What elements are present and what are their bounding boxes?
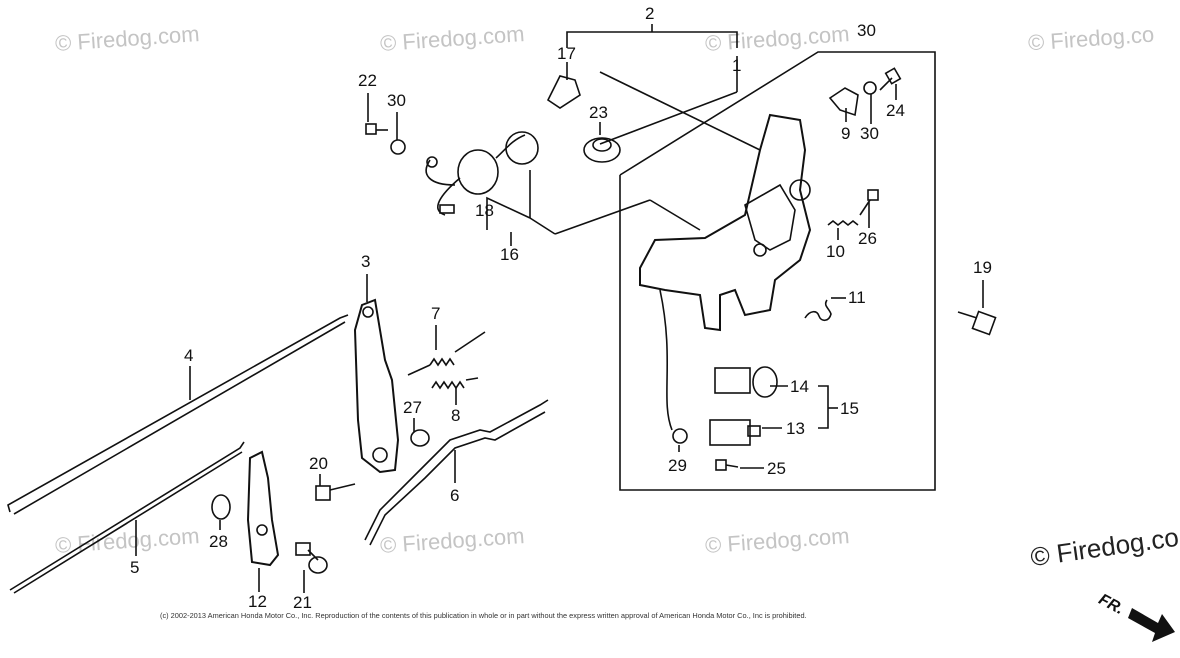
callout-5: 5 (130, 558, 140, 577)
callout-12: 12 (248, 592, 267, 611)
callout-18: 18 (475, 201, 494, 220)
rod-4 (7, 314, 349, 513)
callout-15: 15 (840, 399, 859, 418)
callout-30: 30 (860, 124, 879, 143)
bracket-2 (566, 31, 738, 48)
callout-13: 13 (786, 419, 805, 438)
callout-30: 30 (857, 21, 876, 40)
callout-6: 6 (450, 486, 460, 505)
callout-10: 10 (826, 242, 845, 261)
callout-24: 24 (886, 101, 905, 120)
fr-arrow-icon (1128, 608, 1175, 642)
callout-17: 17 (557, 44, 576, 63)
callout-21: 21 (293, 593, 312, 612)
callout-25: 25 (767, 459, 786, 478)
callout-27: 27 (403, 398, 422, 417)
callout-2: 2 (645, 4, 655, 23)
rod-5 (9, 441, 245, 591)
callout-26: 26 (858, 229, 877, 248)
callout-9: 9 (841, 124, 851, 143)
lever-12 (246, 450, 280, 567)
callout-11: 11 (848, 288, 866, 307)
control-base-plate (639, 113, 812, 332)
callout-16: 16 (500, 245, 519, 264)
callout-19: 19 (973, 258, 992, 277)
callout-23: 23 (589, 103, 608, 122)
callout-20: 20 (309, 454, 328, 473)
callout-1: 1 (732, 56, 742, 75)
rod-6 (364, 399, 549, 541)
callout-3: 3 (361, 252, 371, 271)
callout-30: 30 (387, 91, 406, 110)
callout-8: 8 (451, 406, 461, 425)
lever-3 (353, 298, 400, 474)
callout-28: 28 (209, 532, 228, 551)
assembly-boundary (619, 51, 936, 491)
callout-14: 14 (790, 377, 809, 396)
callout-22: 22 (358, 71, 377, 90)
copyright-notice: (c) 2002-2013 American Honda Motor Co., … (160, 611, 807, 620)
callout-7: 7 (431, 304, 441, 323)
callout-4: 4 (184, 346, 194, 365)
callout-29: 29 (668, 456, 687, 475)
